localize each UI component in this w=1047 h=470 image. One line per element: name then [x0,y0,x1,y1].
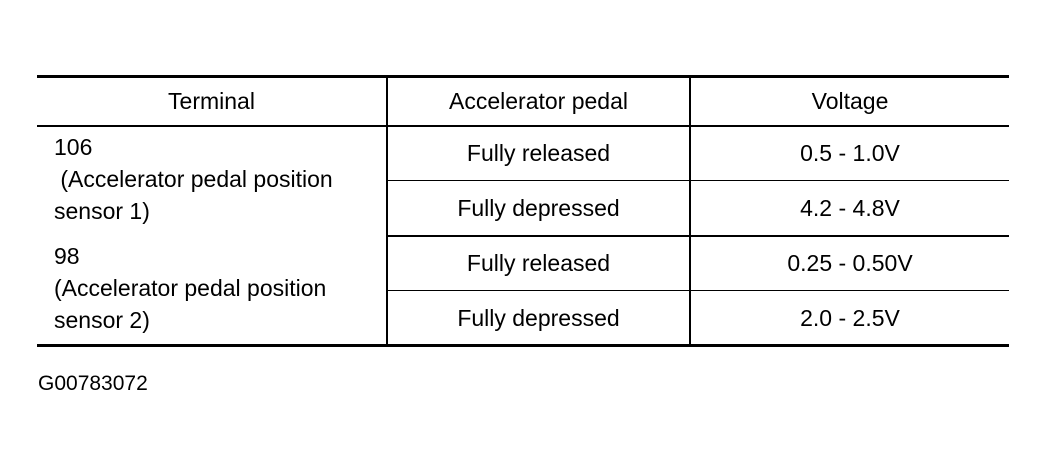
terminal-number: 106 [54,133,93,160]
table-header-row: Terminal Accelerator pedal Voltage [37,75,1009,127]
voltage-cell: 2.0 - 2.5V [689,290,1009,347]
table-row: 98 (Accelerator pedal position sensor 2)… [37,235,1009,347]
pedal-state-cell: Fully depressed [386,290,690,347]
header-terminal: Terminal [37,75,387,127]
header-voltage: Voltage [689,75,1009,127]
header-accelerator-pedal: Accelerator pedal [386,75,690,127]
terminal-description: (Accelerator pedal position sensor 2) [54,274,327,333]
voltage-cell: 0.25 - 0.50V [689,235,1009,291]
voltage-spec-table: Terminal Accelerator pedal Voltage 106 (… [37,75,1009,347]
pedal-state-cell: Fully released [386,235,690,291]
terminal-cell-106: 106 (Accelerator pedal position sensor 1… [37,126,387,236]
voltage-cell: 0.5 - 1.0V [689,125,1009,181]
table-row: Fully depressed 2.0 - 2.5V [37,290,1009,347]
table-row: 106 (Accelerator pedal position sensor 1… [37,125,1009,224]
voltage-cell: 4.2 - 4.8V [689,180,1009,237]
terminal-number: 98 [54,242,80,269]
table-row: Fully depressed 4.2 - 4.8V [37,180,1009,237]
pedal-state-cell: Fully depressed [386,180,690,237]
terminal-description: (Accelerator pedal position sensor 1) [54,165,340,224]
terminal-cell-98: 98 (Accelerator pedal position sensor 2) [37,235,387,347]
figure-id: G00783072 [38,372,148,395]
pedal-state-cell: Fully released [386,125,690,181]
